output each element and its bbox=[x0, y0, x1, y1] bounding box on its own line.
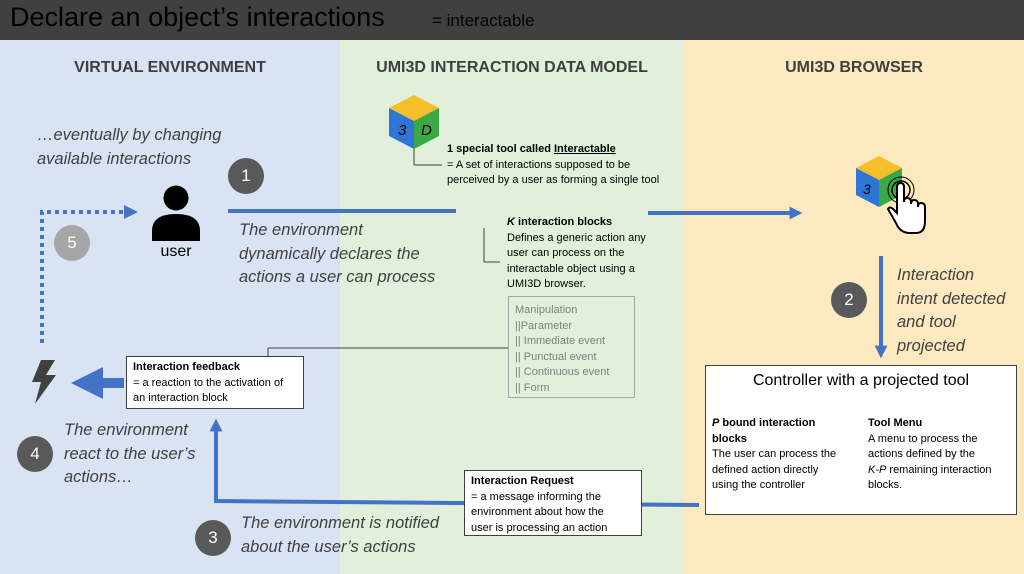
cube-letter-right: D bbox=[421, 122, 432, 139]
lightning-icon bbox=[32, 360, 56, 404]
browser-heading: UMI3D BROWSER bbox=[785, 59, 923, 76]
block-type-item: || Continuous event bbox=[515, 366, 610, 378]
cube-touch-letter-left: 3 bbox=[863, 181, 871, 197]
controller-title: Controller with a projected tool bbox=[752, 372, 970, 389]
step-5-badge: 5 bbox=[54, 225, 90, 261]
interaction-feedback-box: Interaction feedback = a reaction to the… bbox=[126, 356, 304, 409]
bound-blocks-section: P bound interaction blocks The user can … bbox=[712, 417, 837, 491]
controller-box: Controller with a projected tool P bound… bbox=[705, 365, 1017, 515]
arrow-change-interactions-dotted bbox=[40, 210, 126, 343]
block-type-item: || Punctual event bbox=[515, 350, 597, 363]
arrow-change-head bbox=[124, 205, 138, 219]
block-type-item: || Form bbox=[515, 381, 550, 394]
title-bar bbox=[0, 0, 1024, 40]
user-label: user bbox=[160, 243, 192, 260]
block-type-item: ||Parameter bbox=[515, 319, 573, 332]
cube-icon: 3 D bbox=[389, 95, 439, 149]
step-1-badge: 1 bbox=[228, 158, 264, 194]
user-icon bbox=[152, 185, 200, 241]
virtual-environment-column bbox=[0, 40, 340, 574]
tool-menu-section: Tool Menu A menu to process the actions … bbox=[868, 417, 992, 491]
block-types-list: Manipulation ||Parameter || Immediate ev… bbox=[508, 296, 635, 398]
interaction-request-box: Interaction Request = a message informin… bbox=[464, 470, 642, 536]
step-3-badge: 3 bbox=[195, 520, 231, 556]
step-2-badge: 2 bbox=[831, 282, 867, 318]
block-type-item: || Immediate event bbox=[515, 335, 606, 347]
step-4-badge: 4 bbox=[17, 436, 53, 472]
interaction-blocks-note: K interaction blocks Defines a generic a… bbox=[507, 216, 646, 290]
virtual-environment-heading: VIRTUAL ENVIRONMENT bbox=[74, 59, 266, 76]
page-subtitle: = interactable bbox=[432, 11, 535, 30]
data-model-heading: UMI3D INTERACTION DATA MODEL bbox=[376, 59, 648, 76]
page-title: Declare an object’s interactions bbox=[10, 2, 385, 32]
cube-touch-icon: 3 bbox=[856, 156, 926, 234]
cube-letter-left: 3 bbox=[398, 122, 407, 139]
block-type-item: Manipulation bbox=[515, 304, 578, 316]
interactable-note: 1 special tool called Interactable = A s… bbox=[447, 143, 660, 186]
